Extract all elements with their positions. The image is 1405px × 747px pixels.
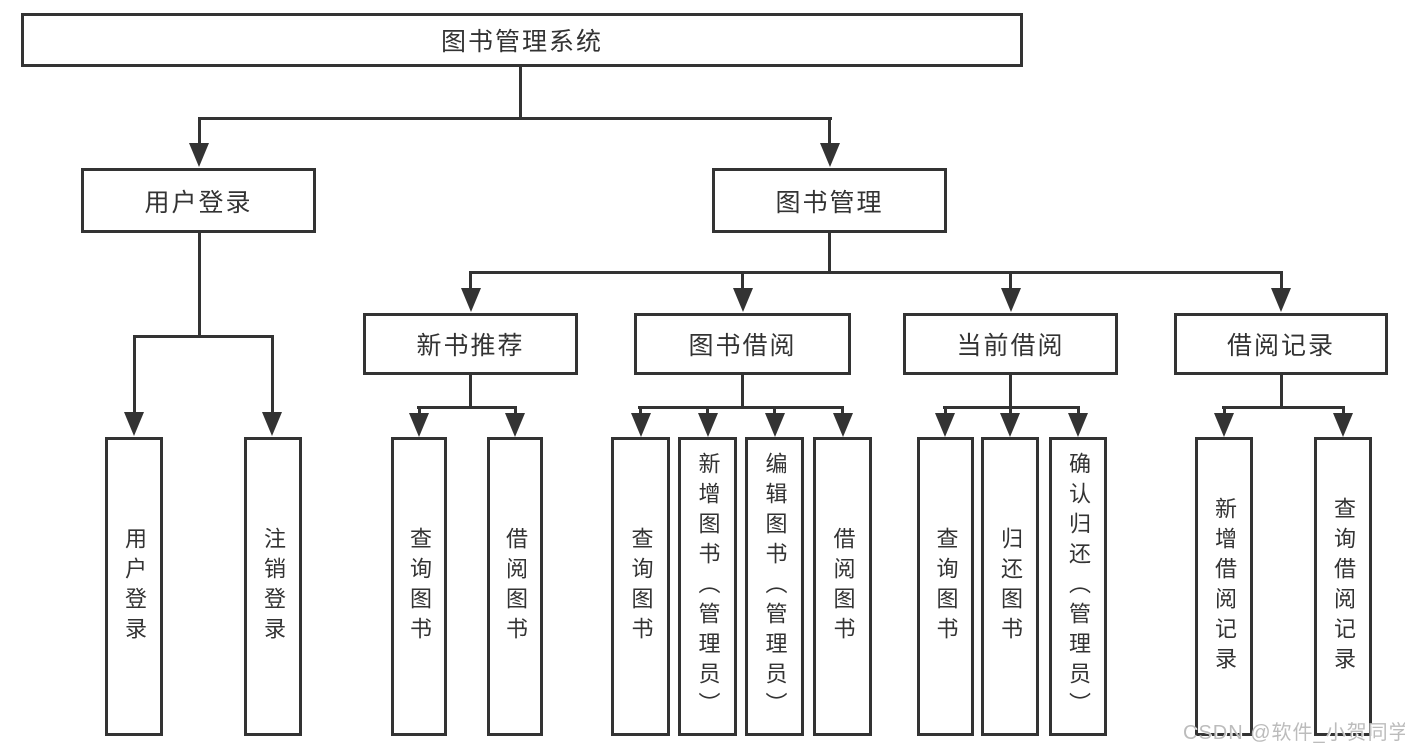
leaf-br-add-record: 新增借阅记录 xyxy=(1195,437,1253,736)
node-book-management-label: 图书管理 xyxy=(775,188,884,217)
connector-group-stem xyxy=(1280,271,1283,289)
node-book-borrow: 图书借阅 xyxy=(634,313,851,375)
connector-leaf-bus xyxy=(417,406,517,409)
connector-leaf-stem xyxy=(1009,406,1012,414)
arrow-down-icon xyxy=(262,412,282,436)
arrow-down-icon xyxy=(935,413,955,437)
leaf-bb-edit-book-admin-label: 编辑图书（管理员） xyxy=(762,451,788,722)
arrow-down-icon xyxy=(765,413,785,437)
arrow-down-icon xyxy=(189,143,209,167)
leaf-br-query-record-label: 查询借阅记录 xyxy=(1331,496,1356,677)
arrow-down-icon xyxy=(833,413,853,437)
leaf-cb-return-books: 归还图书 xyxy=(981,437,1039,736)
connector-group-stem xyxy=(1009,271,1012,289)
connector-leaf-stem xyxy=(639,406,642,414)
connector-user-login-drop xyxy=(198,233,201,335)
leaf-bb-query-books: 查询图书 xyxy=(611,437,670,736)
connector-group-drop xyxy=(1009,375,1012,406)
connector-leaf-bus xyxy=(1222,406,1345,409)
arrow-down-icon xyxy=(1214,413,1234,437)
connector-leaf-stem xyxy=(1223,406,1226,414)
leaf-user-login: 用户登录 xyxy=(105,437,163,736)
node-new-book-recommend-label: 新书推荐 xyxy=(416,332,525,360)
connector-group-drop xyxy=(1280,375,1283,406)
node-current-borrow: 当前借阅 xyxy=(903,313,1118,375)
leaf-br-add-record-label: 新增借阅记录 xyxy=(1212,496,1237,677)
arrow-down-icon xyxy=(1000,413,1020,437)
connector-book-management-drop xyxy=(828,233,831,271)
node-new-book-recommend: 新书推荐 xyxy=(363,313,578,375)
node-user-login: 用户登录 xyxy=(81,168,316,233)
leaf-cb-return-books-label: 归还图书 xyxy=(998,526,1023,647)
connector-leaf-stem xyxy=(773,406,776,414)
connector-level2-bus xyxy=(198,117,832,120)
connector-group-drop xyxy=(741,375,744,406)
node-user-login-label: 用户登录 xyxy=(144,188,253,217)
leaf-nbr-query-books-label: 查询图书 xyxy=(407,526,432,647)
connector-leaf-stem xyxy=(1077,406,1080,414)
node-root-label: 图书管理系统 xyxy=(440,28,603,56)
leaf-bb-edit-book-admin: 编辑图书（管理员） xyxy=(745,437,804,736)
arrow-down-icon xyxy=(1271,288,1291,312)
connector-leaf-stem xyxy=(271,335,274,413)
node-current-borrow-label: 当前借阅 xyxy=(956,332,1065,360)
leaf-cb-confirm-return-admin-label: 确认归还（管理员） xyxy=(1066,451,1091,722)
leaf-nbr-borrow-books: 借阅图书 xyxy=(487,437,543,736)
arrow-down-icon xyxy=(461,288,481,312)
connector-leaf-stem xyxy=(133,335,136,413)
leaf-nbr-query-books: 查询图书 xyxy=(391,437,447,736)
connector-group-stem xyxy=(741,271,744,289)
arrow-down-icon xyxy=(505,413,525,437)
leaf-bb-borrow-books-label: 借阅图书 xyxy=(830,526,856,647)
leaf-br-query-record: 查询借阅记录 xyxy=(1314,437,1372,736)
csdn-watermark: CSDN @软件_小贺同学 xyxy=(1183,722,1405,744)
node-book-management: 图书管理 xyxy=(712,168,947,233)
connector-level3-bus xyxy=(469,271,1283,274)
leaf-logout: 注销登录 xyxy=(244,437,302,736)
leaf-cb-confirm-return-admin: 确认归还（管理员） xyxy=(1049,437,1107,736)
connector-leaf-bus xyxy=(638,406,844,409)
connector-user-login-stem xyxy=(198,117,201,144)
leaf-nbr-borrow-books-label: 借阅图书 xyxy=(503,526,528,647)
leaf-logout-label: 注销登录 xyxy=(261,526,286,647)
node-borrow-records-label: 借阅记录 xyxy=(1226,332,1335,360)
connector-book-management-stem xyxy=(828,117,831,144)
arrow-down-icon xyxy=(1068,413,1088,437)
connector-root-drop xyxy=(519,67,522,117)
arrow-down-icon xyxy=(124,412,144,436)
leaf-user-login-label: 用户登录 xyxy=(122,526,147,647)
leaf-cb-query-books-label: 查询图书 xyxy=(933,526,959,647)
connector-leaf-stem xyxy=(841,406,844,414)
node-book-borrow-label: 图书借阅 xyxy=(688,332,797,360)
connector-leaf-stem xyxy=(514,406,517,414)
arrow-down-icon xyxy=(733,288,753,312)
connector-user-login-bus xyxy=(133,335,274,338)
connector-leaf-stem xyxy=(418,406,421,414)
arrow-down-icon xyxy=(409,413,429,437)
arrow-down-icon xyxy=(698,413,718,437)
connector-leaf-stem xyxy=(706,406,709,414)
leaf-bb-add-book-admin-label: 新增图书（管理员） xyxy=(695,451,721,722)
leaf-bb-query-books-label: 查询图书 xyxy=(628,526,654,647)
connector-group-drop xyxy=(469,375,472,406)
arrow-down-icon xyxy=(1001,288,1021,312)
leaf-bb-borrow-books: 借阅图书 xyxy=(813,437,872,736)
node-borrow-records: 借阅记录 xyxy=(1174,313,1388,375)
arrow-down-icon xyxy=(820,143,840,167)
connector-group-stem xyxy=(469,271,472,289)
connector-leaf-stem xyxy=(944,406,947,414)
connector-leaf-stem xyxy=(1342,406,1345,414)
leaf-bb-add-book-admin: 新增图书（管理员） xyxy=(678,437,737,736)
leaf-cb-query-books: 查询图书 xyxy=(917,437,974,736)
node-root: 图书管理系统 xyxy=(21,13,1023,67)
arrow-down-icon xyxy=(631,413,651,437)
arrow-down-icon xyxy=(1333,413,1353,437)
